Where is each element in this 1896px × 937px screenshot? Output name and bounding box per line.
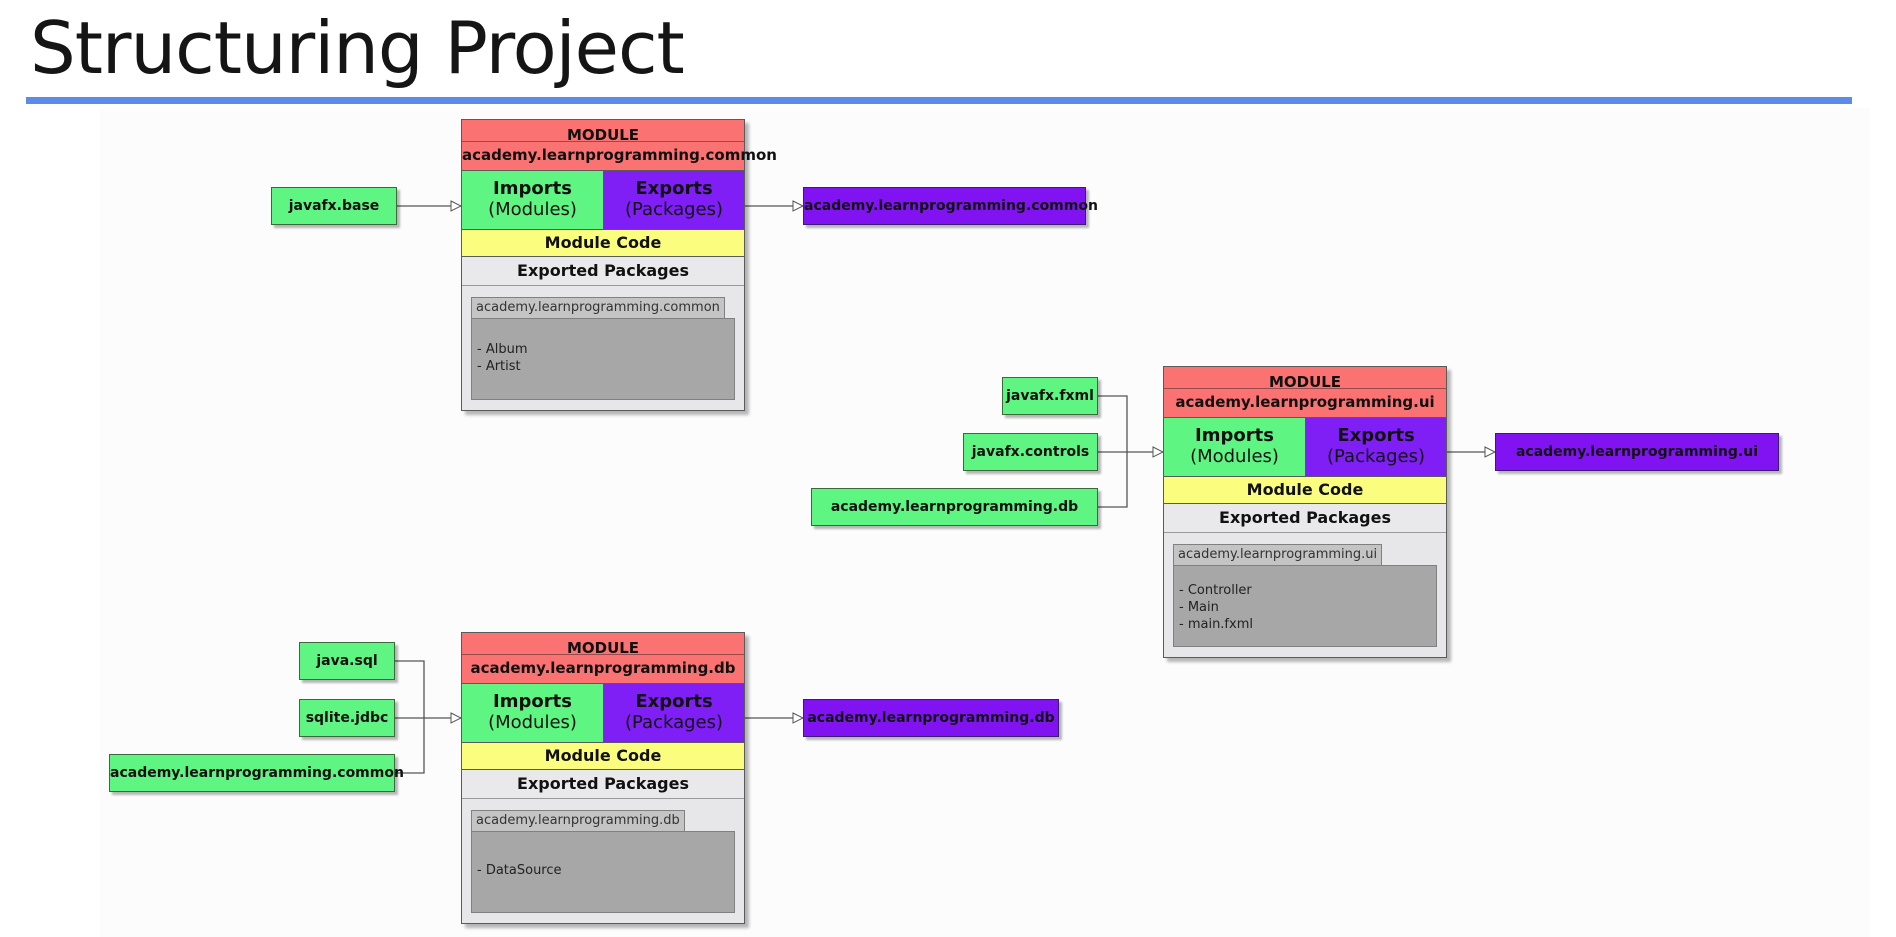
imports-sublabel: (Modules)	[488, 199, 577, 220]
module-keyword: MODULE	[462, 633, 744, 657]
package-class-item: - Album	[477, 342, 528, 357]
package-class-item: - Main	[1179, 600, 1219, 615]
module-keyword: MODULE	[462, 120, 744, 144]
module-keyword: MODULE	[1164, 367, 1446, 391]
package-body: - DataSource	[471, 831, 735, 913]
module-name: academy.learnprogramming.ui	[1175, 393, 1435, 411]
exported-packages-label: Exported Packages	[1164, 504, 1446, 533]
imports-section: Imports (Modules)	[462, 684, 604, 742]
package-name-tab: academy.learnprogramming.db	[471, 810, 685, 831]
package-class-item: - Controller	[1179, 583, 1252, 598]
slide-title: Structuring Project	[30, 6, 685, 90]
export-target-common: academy.learnprogramming.common	[803, 187, 1098, 225]
package-body: - Controller - Main - main.fxml	[1173, 565, 1437, 647]
dependency-sqlite-jdbc: sqlite.jdbc	[299, 699, 395, 737]
exported-packages-label: Exported Packages	[462, 257, 744, 286]
module-code-label: Module Code	[1164, 477, 1446, 504]
exports-section: Exports (Packages)	[604, 684, 744, 742]
module-code-label: Module Code	[462, 743, 744, 770]
module-common: MODULE academy.learnprogramming.common I…	[461, 119, 777, 411]
imports-section: Imports (Modules)	[1164, 418, 1306, 476]
export-target-ui: academy.learnprogramming.ui	[1495, 433, 1779, 471]
exports-section: Exports (Packages)	[604, 171, 744, 229]
package-area: academy.learnprogramming.db - DataSource	[462, 799, 744, 923]
module-imports-exports: Imports (Modules) Exports (Packages)	[462, 171, 744, 230]
exports-sublabel: (Packages)	[624, 199, 724, 220]
dependency-java-sql: java.sql	[299, 642, 395, 680]
dependency-academy-common: academy.learnprogramming.common	[109, 754, 404, 792]
module-name: academy.learnprogramming.common	[462, 146, 777, 164]
exports-sublabel: (Packages)	[1326, 446, 1426, 467]
module-header: MODULE academy.learnprogramming.common	[462, 120, 777, 171]
imports-label: Imports	[493, 691, 572, 712]
imports-section: Imports (Modules)	[462, 171, 604, 229]
module-header: MODULE academy.learnprogramming.ui	[1164, 367, 1446, 418]
dependency-javafx-fxml: javafx.fxml	[1002, 377, 1098, 415]
module-db: MODULE academy.learnprogramming.db Impor…	[461, 632, 745, 924]
exports-label: Exports	[635, 178, 713, 199]
imports-sublabel: (Modules)	[1190, 446, 1279, 467]
module-imports-exports: Imports (Modules) Exports (Packages)	[1164, 418, 1446, 477]
package-area: academy.learnprogramming.ui - Controller…	[1164, 533, 1446, 657]
dependency-javafx-controls: javafx.controls	[963, 433, 1098, 471]
exports-label: Exports	[1337, 425, 1415, 446]
title-underline	[26, 97, 1852, 104]
package-class-item: - Artist	[477, 359, 521, 374]
package-class-item: - DataSource	[477, 863, 562, 878]
exports-section: Exports (Packages)	[1306, 418, 1446, 476]
package-name-tab: academy.learnprogramming.common	[471, 297, 725, 318]
package-name-tab: academy.learnprogramming.ui	[1173, 544, 1383, 565]
module-header: MODULE academy.learnprogramming.db	[462, 633, 744, 684]
package-class-item: - main.fxml	[1179, 617, 1253, 632]
export-target-db: academy.learnprogramming.db	[803, 699, 1059, 737]
exported-packages-label: Exported Packages	[462, 770, 744, 799]
imports-sublabel: (Modules)	[488, 712, 577, 733]
module-imports-exports: Imports (Modules) Exports (Packages)	[462, 684, 744, 743]
package-body: - Album - Artist	[471, 318, 735, 400]
module-name: academy.learnprogramming.db	[470, 659, 736, 677]
dependency-academy-db: academy.learnprogramming.db	[811, 488, 1098, 526]
dependency-javafx-base: javafx.base	[271, 187, 397, 225]
exports-sublabel: (Packages)	[624, 712, 724, 733]
imports-label: Imports	[1195, 425, 1274, 446]
exports-label: Exports	[635, 691, 713, 712]
module-code-label: Module Code	[462, 230, 744, 257]
imports-label: Imports	[493, 178, 572, 199]
module-ui: MODULE academy.learnprogramming.ui Impor…	[1163, 366, 1447, 658]
package-area: academy.learnprogramming.common - Album …	[462, 286, 744, 410]
